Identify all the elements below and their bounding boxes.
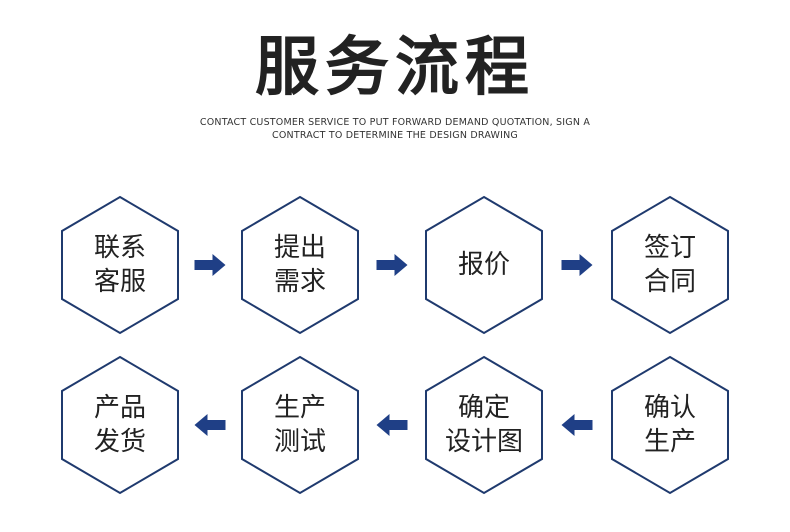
arrow-left-icon bbox=[194, 414, 226, 436]
step-label: 确定 bbox=[458, 393, 510, 423]
step-label: 设计图 bbox=[445, 427, 523, 457]
arrow-left-icon bbox=[561, 414, 593, 436]
arrow-right-icon bbox=[376, 254, 408, 276]
step-label: 产品 bbox=[94, 393, 146, 423]
step-label: 测试 bbox=[274, 427, 326, 457]
step-hexagon bbox=[61, 355, 179, 495]
process-step: 报价 bbox=[425, 195, 543, 335]
step-label: 生产 bbox=[274, 393, 326, 423]
step-hexagon bbox=[425, 355, 543, 495]
step-label: 需求 bbox=[274, 267, 326, 297]
step-label: 确认 bbox=[644, 393, 696, 423]
step-label: 联系 bbox=[94, 233, 146, 263]
arrow-right-icon bbox=[561, 254, 593, 276]
step-hexagon bbox=[241, 195, 359, 335]
step-label: 签订 bbox=[644, 233, 696, 263]
step-hexagon bbox=[241, 355, 359, 495]
step-label: 合同 bbox=[644, 267, 696, 297]
page-title: 服务流程 bbox=[255, 31, 535, 105]
arrow-right-icon bbox=[194, 254, 226, 276]
step-label: 生产 bbox=[644, 427, 696, 457]
step-label: 发货 bbox=[94, 427, 146, 457]
step-hexagon bbox=[611, 355, 729, 495]
step-hexagon bbox=[425, 195, 543, 335]
page-subtitle: CONTACT CUSTOMER SERVICE TO PUT FORWARD … bbox=[199, 117, 591, 141]
step-label: 报价 bbox=[458, 250, 510, 280]
arrow-left-icon bbox=[376, 414, 408, 436]
step-label: 提出 bbox=[274, 233, 326, 263]
step-hexagon bbox=[611, 195, 729, 335]
step-hexagon bbox=[61, 195, 179, 335]
step-label: 客服 bbox=[94, 267, 146, 297]
